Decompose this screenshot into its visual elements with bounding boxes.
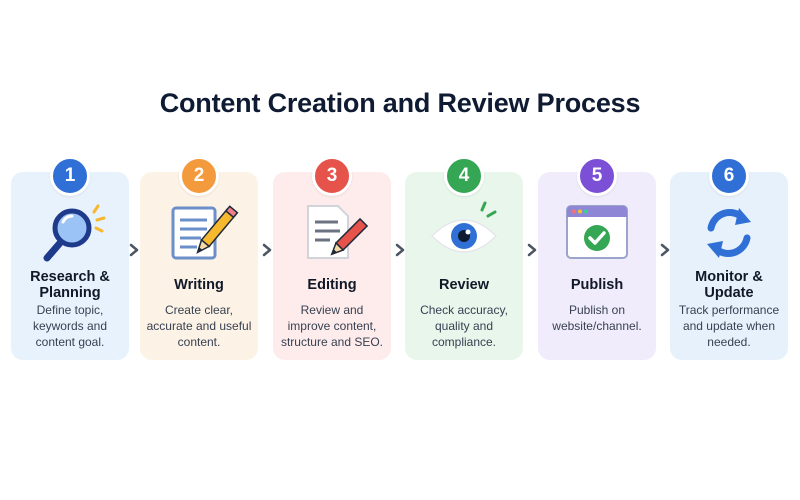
browser-check-icon (557, 198, 637, 268)
refresh-icon (689, 198, 769, 268)
step-title: Review (439, 277, 489, 293)
magnifier-icon (30, 198, 110, 268)
chevron-right-icon (128, 243, 140, 257)
step-title: Writing (174, 277, 224, 293)
step-publish: 5 Publish Publish on website/channel. (538, 156, 656, 360)
document-edit-icon (292, 198, 372, 268)
step-number-badge: 3 (312, 156, 352, 196)
step-monitor-update: 6 Monitor & Update Track performance and… (670, 156, 788, 360)
step-number-badge: 4 (444, 156, 484, 196)
diagram-title: Content Creation and Review Process (159, 88, 641, 118)
step-research-planning: 1 Research & Planning Define topic, keyw… (11, 156, 129, 360)
step-description: Publish on website/channel. (552, 303, 642, 333)
step-description: Define topic, keywords and content goal. (32, 303, 108, 349)
step-number-badge: 1 (50, 156, 90, 196)
step-number-badge: 2 (179, 156, 219, 196)
chevron-right-icon (394, 243, 406, 257)
step-title: Monitor & Update (695, 269, 763, 301)
chevron-right-icon (659, 243, 671, 257)
step-description: Track performance and update when needed… (678, 303, 780, 349)
step-writing: 2 Writing Create clear, accurate and use… (140, 156, 258, 360)
chevron-right-icon (261, 243, 273, 257)
step-title: Editing (307, 277, 357, 293)
step-number-badge: 5 (577, 156, 617, 196)
step-description: Create clear, accurate and useful conten… (146, 303, 252, 349)
notepad-pencil-icon (159, 198, 239, 268)
step-number-badge: 6 (709, 156, 749, 196)
chevron-right-icon (526, 243, 538, 257)
eye-icon (424, 198, 504, 268)
step-title: Research & Planning (30, 269, 110, 301)
step-review: 4 Review Check accuracy, quality and com… (405, 156, 523, 360)
step-description: Check accuracy, quality and compliance. (420, 303, 508, 349)
step-editing: 3 Editing Review and improve content, st… (273, 156, 391, 360)
step-title: Publish (570, 277, 624, 293)
step-description: Review and improve content, structure an… (280, 303, 384, 349)
